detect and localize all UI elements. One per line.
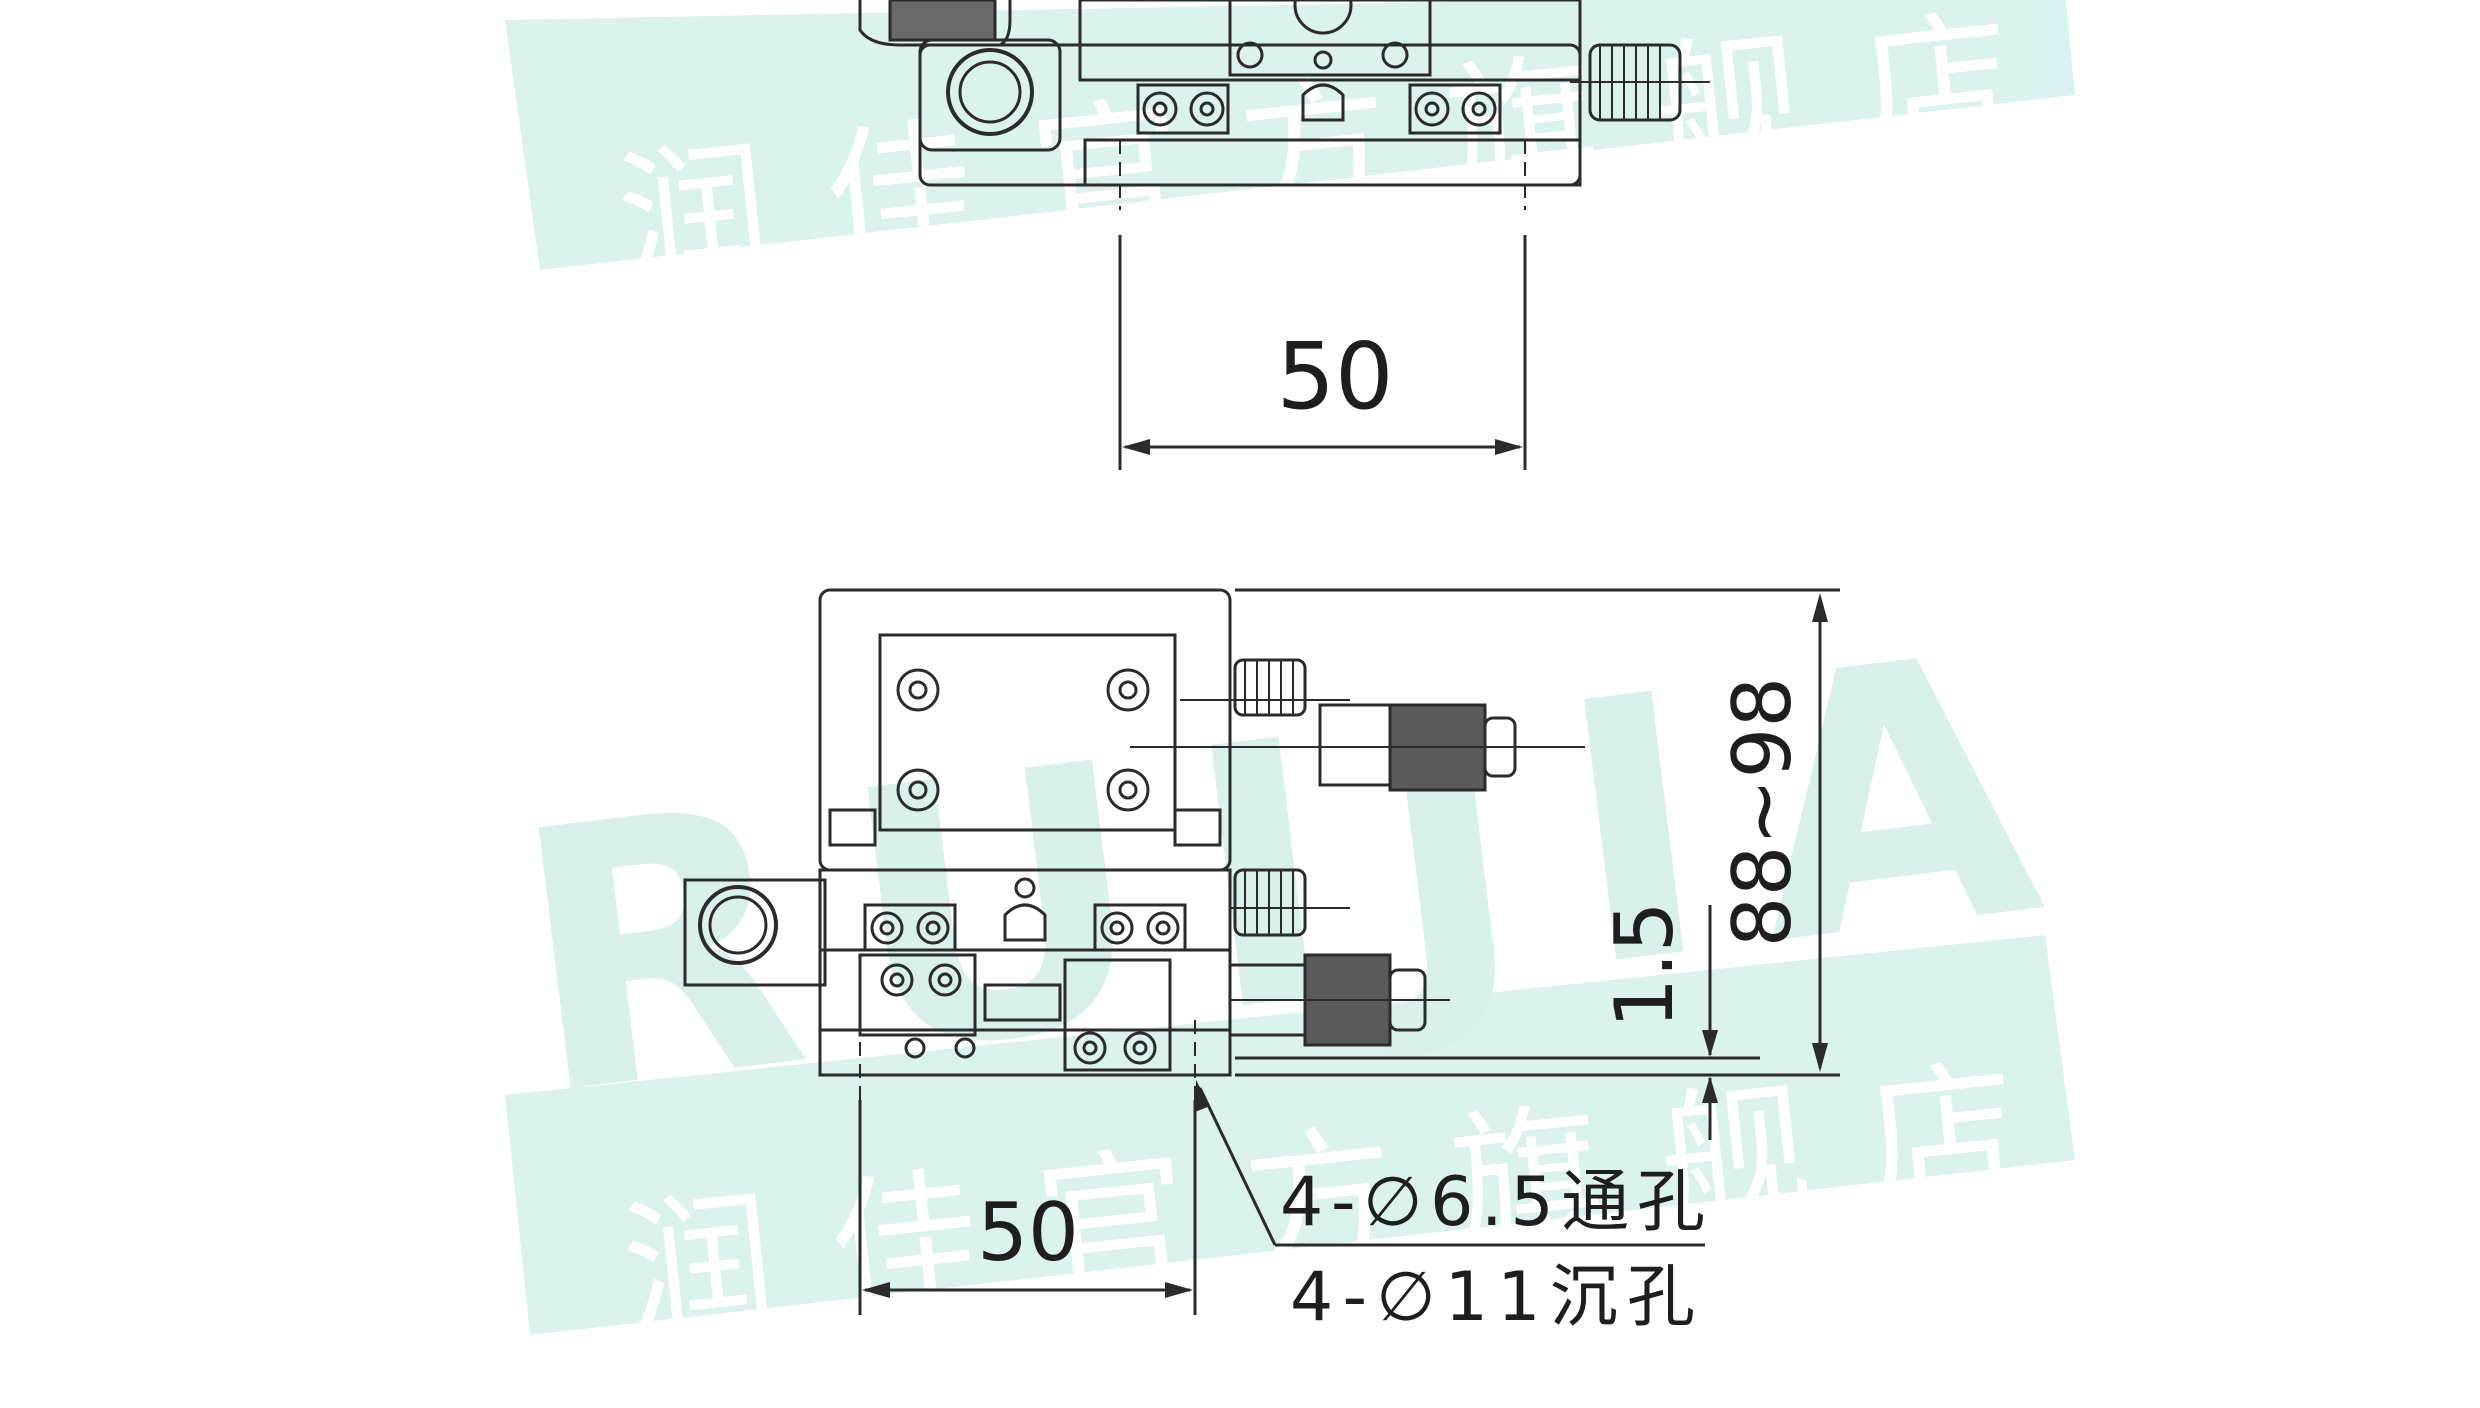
front-clamp-block bbox=[683, 878, 827, 987]
height-arrow-top bbox=[1812, 593, 1828, 622]
front-upper-screws bbox=[896, 668, 1150, 812]
hole-callout-leader bbox=[1195, 1080, 1705, 1247]
front-upper-foot-right bbox=[1173, 808, 1222, 847]
top-view-drawing bbox=[858, 0, 1710, 210]
front-view-drawing bbox=[683, 588, 1585, 1100]
top-base bbox=[1083, 138, 1582, 187]
top-arrow-right bbox=[1495, 439, 1523, 455]
top-clamp-block bbox=[918, 38, 1062, 152]
front-lower-left-block bbox=[858, 953, 977, 1037]
front-base bbox=[818, 1028, 1232, 1077]
top-clamp-ring-inner bbox=[958, 60, 1022, 124]
height-arrow-bottom bbox=[1812, 1043, 1828, 1072]
height-dimension-label: 88~98 bbox=[1716, 677, 1809, 948]
front-micrometer-upper bbox=[1130, 703, 1585, 792]
top-arrow-left bbox=[1122, 439, 1150, 455]
top-carriage bbox=[1078, 0, 1582, 82]
front-upper-plate bbox=[878, 633, 1177, 832]
front-dimension-label: 50 bbox=[977, 1186, 1079, 1279]
front-knob-upper bbox=[1180, 658, 1350, 717]
top-clamp-ring bbox=[946, 48, 1034, 136]
front-knob-lower bbox=[1230, 868, 1350, 937]
front-micrometer-lower bbox=[1228, 953, 1450, 1047]
watermark-band-bottom bbox=[505, 935, 2075, 1335]
base-arrow-bottom bbox=[1702, 1076, 1718, 1103]
front-lower-slider bbox=[983, 983, 1062, 1022]
top-dimension-label: 50 bbox=[1276, 323, 1393, 430]
front-arrow-left bbox=[862, 1282, 890, 1298]
top-screws bbox=[1136, 0, 1502, 135]
top-dimension-50 bbox=[1118, 235, 1527, 470]
base-arrow-top bbox=[1702, 1030, 1718, 1057]
front-upper-foot-left bbox=[828, 808, 877, 847]
front-dimension-50 bbox=[858, 1100, 1197, 1315]
front-lower-right-block bbox=[1063, 958, 1172, 1072]
front-arrow-right bbox=[1165, 1282, 1193, 1298]
height-dimension bbox=[1235, 588, 1840, 1140]
front-clamp-ring bbox=[698, 885, 778, 965]
top-plate bbox=[1228, 0, 1432, 77]
leader-diagonal bbox=[1198, 1087, 1277, 1246]
leader-arrow bbox=[1195, 1080, 1210, 1112]
watermark-layer: RUIJIA 润佳官方旗舰店 润佳官方旗舰店 bbox=[497, 0, 2075, 1362]
base-dimension-label: 1.5 bbox=[1598, 901, 1691, 1028]
through-hole-callout: 4-∅6.5通孔 bbox=[1280, 1163, 1705, 1242]
top-left-knurl bbox=[888, 0, 997, 42]
front-clamp-ring-inner bbox=[708, 895, 768, 955]
watermark-band-top bbox=[505, 0, 2075, 270]
